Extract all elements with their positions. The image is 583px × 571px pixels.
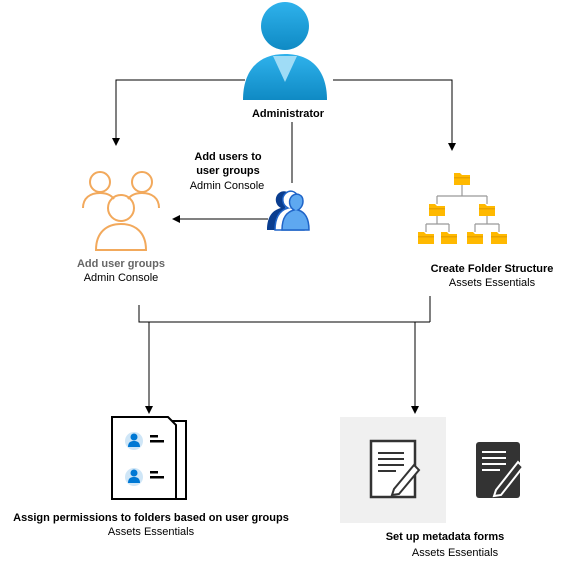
metadata-forms-subtitle: Assets Essentials <box>411 547 499 559</box>
add-users-node <box>265 186 311 232</box>
assign-permissions-subtitle: Assets Essentials <box>107 526 195 538</box>
edge-user-groups-to-merge <box>138 305 430 323</box>
assign-permissions-node <box>110 415 190 501</box>
folder-structure-subtitle: Assets Essentials <box>448 277 536 289</box>
add-user-groups-title: Add user groups <box>76 258 165 270</box>
user-group-icon <box>267 190 310 231</box>
metadata-forms-panel <box>340 417 446 523</box>
edit-document-icon-light <box>369 439 421 499</box>
administrator-node <box>235 0 335 104</box>
user-avatar-icon <box>243 2 327 100</box>
edge-admin-to-user-groups <box>112 79 245 146</box>
add-user-groups-node <box>80 168 162 252</box>
add-users-title-line2: user groups <box>196 165 260 177</box>
metadata-forms-node <box>470 440 526 500</box>
folder-tree-icon <box>418 173 507 244</box>
user-documents-icon <box>111 416 187 500</box>
assign-permissions-title: Assign permissions to folders based on u… <box>13 512 289 524</box>
administrator-label: Administrator <box>251 108 325 120</box>
folder-structure-node <box>415 170 509 248</box>
edit-document-icon <box>476 442 525 498</box>
edge-admin-to-folder-structure <box>333 79 456 151</box>
add-users-subtitle: Admin Console <box>189 180 265 192</box>
metadata-forms-title: Set up metadata forms <box>385 531 505 543</box>
folder-structure-title: Create Folder Structure <box>430 263 554 275</box>
add-users-title-line1: Add users to <box>194 151 262 163</box>
people-outline-icon <box>82 171 160 251</box>
add-user-groups-subtitle: Admin Console <box>83 272 159 284</box>
